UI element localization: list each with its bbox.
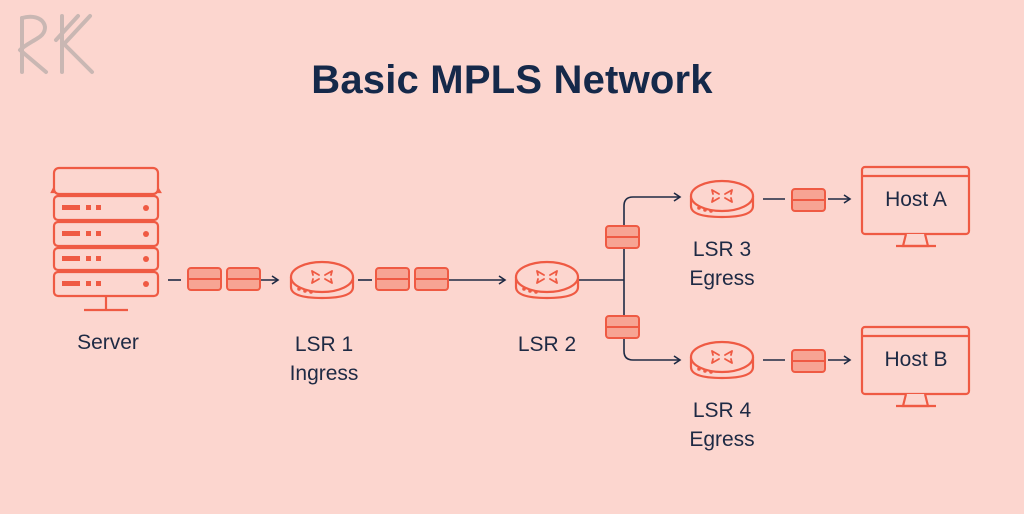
packet-2 <box>226 267 261 291</box>
lsr1-role: Ingress <box>289 362 359 385</box>
packet-4 <box>414 267 449 291</box>
lsr4-role: Egress <box>689 428 755 451</box>
packet-8 <box>791 349 826 373</box>
host-b-monitor-icon <box>860 325 971 408</box>
lsr2-label: LSR 2 <box>517 333 577 356</box>
rk-logo <box>18 14 94 74</box>
diagram-title: Basic MPLS Network <box>311 58 713 102</box>
lsr3-router-icon <box>689 179 755 219</box>
host-a-monitor-icon <box>860 165 971 248</box>
lsr1-router-icon <box>289 260 355 300</box>
packet-5 <box>605 225 640 249</box>
mpls-packets <box>187 188 826 373</box>
lsr1-label: LSR 1 <box>294 333 354 356</box>
lsr4-router-icon <box>689 340 755 380</box>
lsr3-label: LSR 3 <box>692 238 752 261</box>
lsr4-label: LSR 4 <box>692 399 752 422</box>
packet-6 <box>605 315 640 339</box>
server-label: Server <box>77 331 139 354</box>
host-a-label: Host A <box>885 188 947 211</box>
packet-3 <box>375 267 410 291</box>
packet-7 <box>791 188 826 212</box>
host-b-label: Host B <box>884 348 948 371</box>
lsr3-role: Egress <box>689 267 755 290</box>
lsr2-router-icon <box>514 260 580 300</box>
server-icon <box>50 166 162 312</box>
packet-1 <box>187 267 222 291</box>
